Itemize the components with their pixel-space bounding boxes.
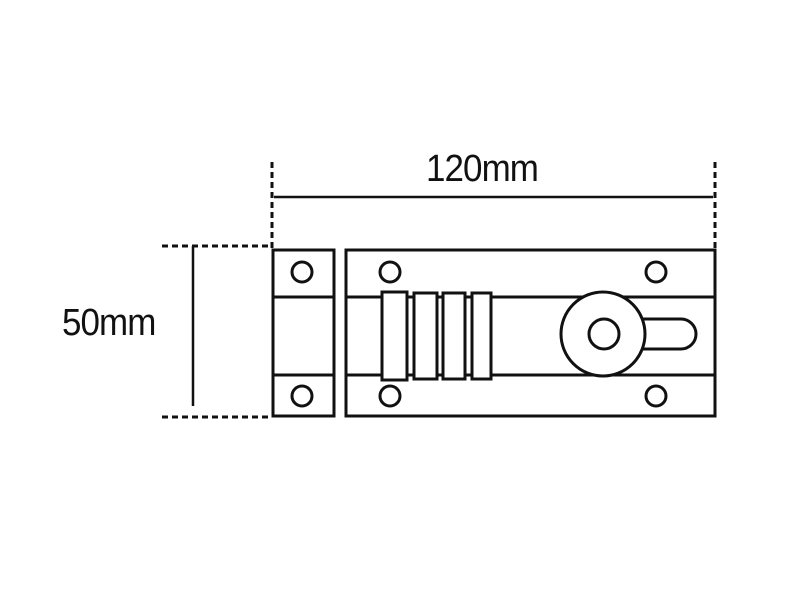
grip-ring [441, 291, 467, 381]
screw-hole-icon [290, 384, 314, 408]
screw-hole-icon [378, 260, 402, 284]
height-dimension-label: 50mm [62, 302, 156, 344]
knob-inner-icon [587, 317, 621, 351]
screw-hole-icon [644, 384, 668, 408]
grip-ring [380, 290, 409, 382]
bolt-knob [559, 290, 698, 378]
grip-ring [470, 291, 493, 381]
height-dimension [162, 244, 272, 419]
screw-hole-icon [378, 384, 402, 408]
knob-slot-handle [638, 317, 698, 351]
screw-hole-icon [290, 260, 314, 284]
grip-ring [412, 291, 439, 381]
keeper-plate [271, 248, 336, 418]
width-dimension [270, 162, 717, 250]
width-dimension-label: 120mm [426, 148, 539, 190]
grip-rings [380, 290, 493, 382]
screw-hole-icon [644, 260, 668, 284]
